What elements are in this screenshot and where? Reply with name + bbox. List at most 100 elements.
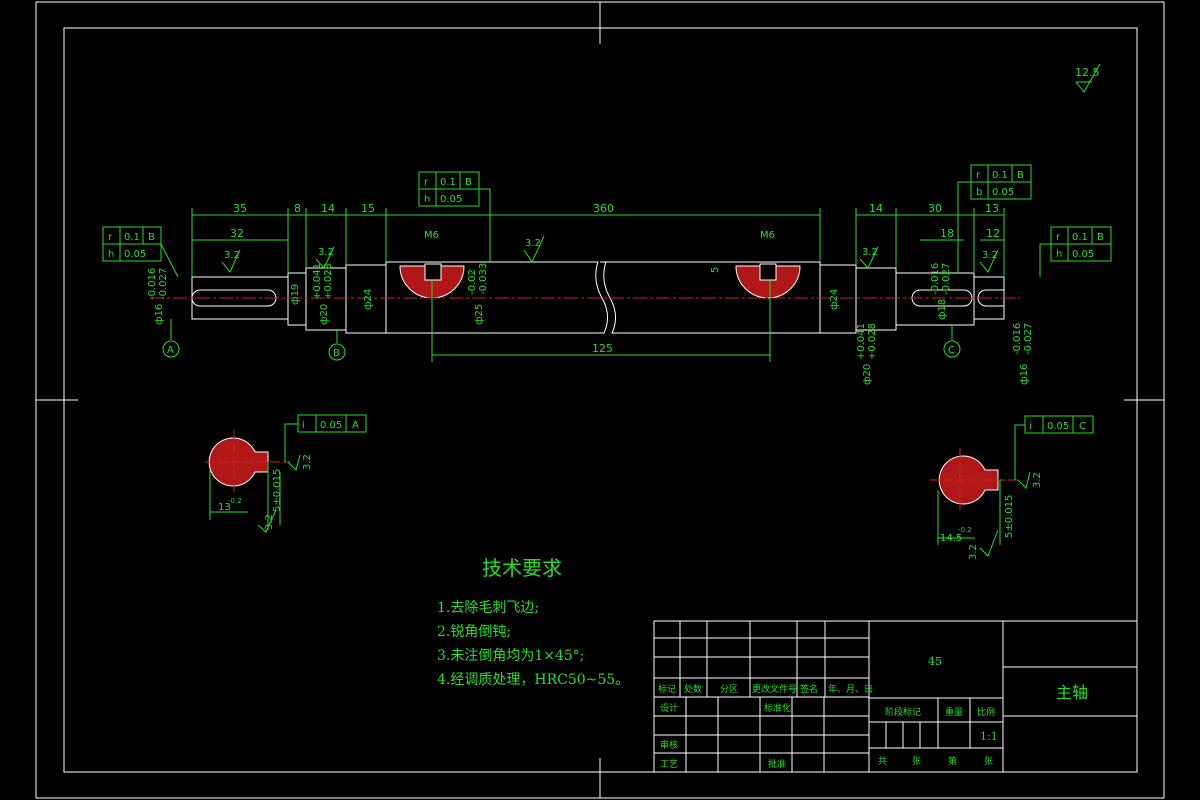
gtol-frame-right-top xyxy=(957,164,1032,273)
svg-text:+0.028: +0.028 xyxy=(867,323,878,360)
svg-text:签名: 签名 xyxy=(800,683,818,695)
svg-text:3.2: 3.2 xyxy=(318,247,334,258)
svg-text:工艺: 工艺 xyxy=(660,759,678,770)
svg-text:年、月、日: 年、月、日 xyxy=(828,683,873,695)
svg-text:比例: 比例 xyxy=(977,706,995,718)
svg-text:h: h xyxy=(108,249,114,260)
svg-text:-0.2: -0.2 xyxy=(958,526,972,534)
datum-c: C xyxy=(948,345,955,356)
svg-text:-0.2: -0.2 xyxy=(228,497,242,505)
gtol-frame-mid xyxy=(418,171,491,262)
svg-text:0.05: 0.05 xyxy=(1072,249,1094,260)
tech-req-item-2: 2.锐角倒钝; xyxy=(437,624,511,640)
svg-text:更改文件号: 更改文件号 xyxy=(752,683,797,695)
svg-text:+0.041: +0.041 xyxy=(312,263,323,300)
svg-text:+0.041: +0.041 xyxy=(856,323,867,360)
svg-text:0.05: 0.05 xyxy=(992,187,1014,198)
svg-text:5±0.015: 5±0.015 xyxy=(1004,495,1015,538)
svg-text:B: B xyxy=(1097,232,1104,243)
title-block xyxy=(653,620,1138,773)
svg-text:0.05: 0.05 xyxy=(440,194,462,205)
scale-value: 1:1 xyxy=(980,730,998,743)
svg-text:ф18: ф18 xyxy=(937,299,948,320)
svg-text:13: 13 xyxy=(218,502,231,513)
gtol-frame-right-top-text: r 0.1 B b 0.05 xyxy=(976,170,1024,198)
svg-text:0.05: 0.05 xyxy=(124,249,146,260)
svg-text:+0.028: +0.028 xyxy=(323,263,334,300)
svg-text:0.1: 0.1 xyxy=(440,177,456,188)
svg-text:0.05: 0.05 xyxy=(320,420,342,431)
svg-text:r: r xyxy=(1056,232,1061,243)
svg-text:第: 第 xyxy=(948,755,957,767)
svg-text:ф16: ф16 xyxy=(1019,364,1030,385)
drawing-frame xyxy=(35,1,1165,799)
gtol-frame-mid-text: r 0.1 B h 0.05 xyxy=(424,177,472,205)
dim-13: 13 xyxy=(985,202,999,215)
svg-text:C: C xyxy=(1079,421,1086,432)
svg-text:0.05: 0.05 xyxy=(1047,421,1069,432)
section-view-left: i 0.05 A 13 -0.2 5±0.015 3.2 3.2 xyxy=(205,414,367,533)
svg-text:-0.027: -0.027 xyxy=(1023,323,1034,355)
svg-text:3.2: 3.2 xyxy=(862,247,878,258)
svg-text:3.2: 3.2 xyxy=(525,238,541,249)
length-dimension-labels: 35 8 14 15 360 14 30 13 32 18 12 125 5 M… xyxy=(230,202,1000,355)
section-view-right: i 0.05 C 14.5 -0.2 5±0.015 3.2 3.2 xyxy=(930,415,1094,560)
svg-text:-0.02: -0.02 xyxy=(467,269,478,295)
roughness-marks: 3.2 3.2 3.2 3.2 3.2 xyxy=(221,235,999,273)
svg-text:批准: 批准 xyxy=(768,758,786,770)
diameter-labels: ф16 -0.016 -0.027 ф19 ф20 +0.041 +0.028 … xyxy=(147,263,1034,385)
svg-text:ф24: ф24 xyxy=(829,289,840,310)
datum-a: A xyxy=(167,345,174,356)
svg-text:-0.033: -0.033 xyxy=(478,263,489,295)
svg-text:r: r xyxy=(424,177,429,188)
dim-18: 18 xyxy=(940,227,954,240)
svg-text:-0.016: -0.016 xyxy=(147,268,158,300)
tech-req-item-4: 4.经调质处理，HRC50~55。 xyxy=(437,672,629,688)
svg-text:B: B xyxy=(1017,170,1024,181)
svg-text:标记: 标记 xyxy=(658,683,676,695)
svg-text:3.2: 3.2 xyxy=(302,454,313,470)
shaft-main-view xyxy=(191,261,1005,334)
tech-req-item-1: 1.去除毛刺飞边; xyxy=(437,600,539,616)
svg-text:-0.027: -0.027 xyxy=(158,268,169,300)
svg-text:分区: 分区 xyxy=(720,684,738,695)
svg-text:B: B xyxy=(148,232,155,243)
svg-text:-0.027: -0.027 xyxy=(941,263,952,295)
dim-14: 14 xyxy=(321,202,335,215)
datum-markers: A B C xyxy=(162,319,961,361)
svg-text:3.2: 3.2 xyxy=(982,250,998,261)
svg-text:0.1: 0.1 xyxy=(124,232,140,243)
svg-text:ф16: ф16 xyxy=(154,304,165,325)
svg-text:h: h xyxy=(1056,249,1062,260)
threaded-hole-right xyxy=(735,263,801,299)
dim-15: 15 xyxy=(361,202,375,215)
svg-text:r: r xyxy=(976,170,981,181)
title-block-text: 45 主轴 1:1 标记 处数 分区 更改文件号 签名 年、月、日 设计 标准化… xyxy=(658,655,1088,770)
svg-text:重量: 重量 xyxy=(945,706,963,718)
svg-text:b: b xyxy=(976,187,982,198)
svg-text:0.1: 0.1 xyxy=(1072,232,1088,243)
dim-125: 125 xyxy=(592,342,613,355)
svg-text:5±0.015: 5±0.015 xyxy=(272,469,283,512)
svg-text:审核: 审核 xyxy=(660,739,678,751)
dim-35: 35 xyxy=(233,202,247,215)
svg-text:r: r xyxy=(108,232,113,243)
svg-text:3.2: 3.2 xyxy=(224,250,240,261)
svg-text:i: i xyxy=(302,420,305,431)
svg-text:A: A xyxy=(352,420,359,431)
part-name: 主轴 xyxy=(1056,683,1088,702)
dim-30: 30 xyxy=(928,202,942,215)
svg-text:12.5: 12.5 xyxy=(1075,66,1100,79)
dim-8: 8 xyxy=(294,202,301,215)
svg-text:共: 共 xyxy=(878,756,887,767)
gtol-frame-left-text: r 0.1 B h 0.05 xyxy=(108,232,155,260)
dim-14-right: 14 xyxy=(869,202,883,215)
svg-text:ф20: ф20 xyxy=(862,364,873,385)
svg-text:0.1: 0.1 xyxy=(992,170,1008,181)
svg-text:ф19: ф19 xyxy=(290,284,301,305)
dim-360: 360 xyxy=(593,202,614,215)
dim-5: 5 xyxy=(710,267,721,273)
svg-text:处数: 处数 xyxy=(684,683,702,695)
svg-text:张: 张 xyxy=(984,756,993,767)
svg-text:3.2: 3.2 xyxy=(1032,472,1043,488)
